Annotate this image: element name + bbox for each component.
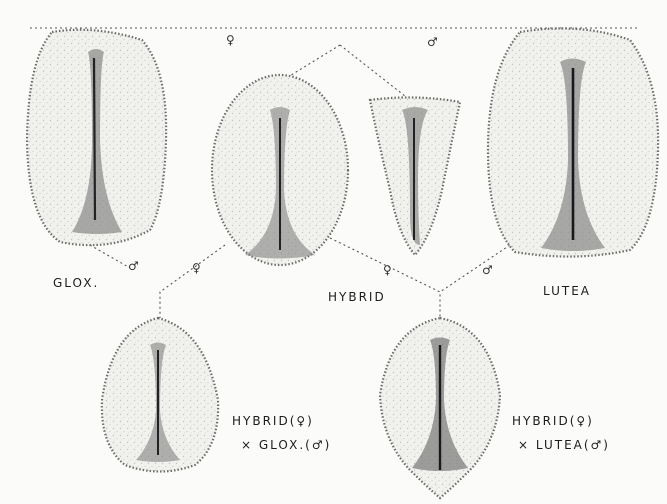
seed-hybrid-right: [370, 97, 460, 255]
female-symbol-top: ♀: [226, 34, 235, 46]
lutea-male-line: [440, 245, 510, 292]
seed-cross-lutea: [380, 318, 500, 498]
male-symbol-glox: ♂: [128, 260, 139, 272]
label-cross-lutea-line1: HYBRID(♀): [512, 414, 594, 428]
seed-cross-glox: [102, 318, 218, 472]
male-symbol-top: ♂: [427, 36, 438, 48]
female-symbol-hybrid-left: ♀: [192, 262, 201, 274]
hybrid-female-line-2: [330, 238, 440, 318]
label-cross-lutea-line2: × LUTEA(♂): [518, 438, 610, 452]
male-symbol-lutea: ♂: [482, 264, 493, 276]
label-lutea: LUTEA: [543, 284, 591, 298]
glox-male-line: [90, 245, 130, 268]
label-cross-glox-line2: × GLOX.(♂): [241, 438, 331, 452]
label-hybrid: HYBRID: [328, 290, 386, 304]
seed-glox: [27, 30, 166, 245]
seed-hybrid-left: [212, 75, 348, 265]
seed-lutea: [488, 28, 658, 256]
female-symbol-hybrid-right: ♀: [383, 264, 392, 276]
hybrid-female-line-1: [160, 245, 225, 318]
label-cross-glox-line1: HYBRID(♀): [232, 414, 314, 428]
label-glox: GLOX.: [53, 276, 99, 290]
